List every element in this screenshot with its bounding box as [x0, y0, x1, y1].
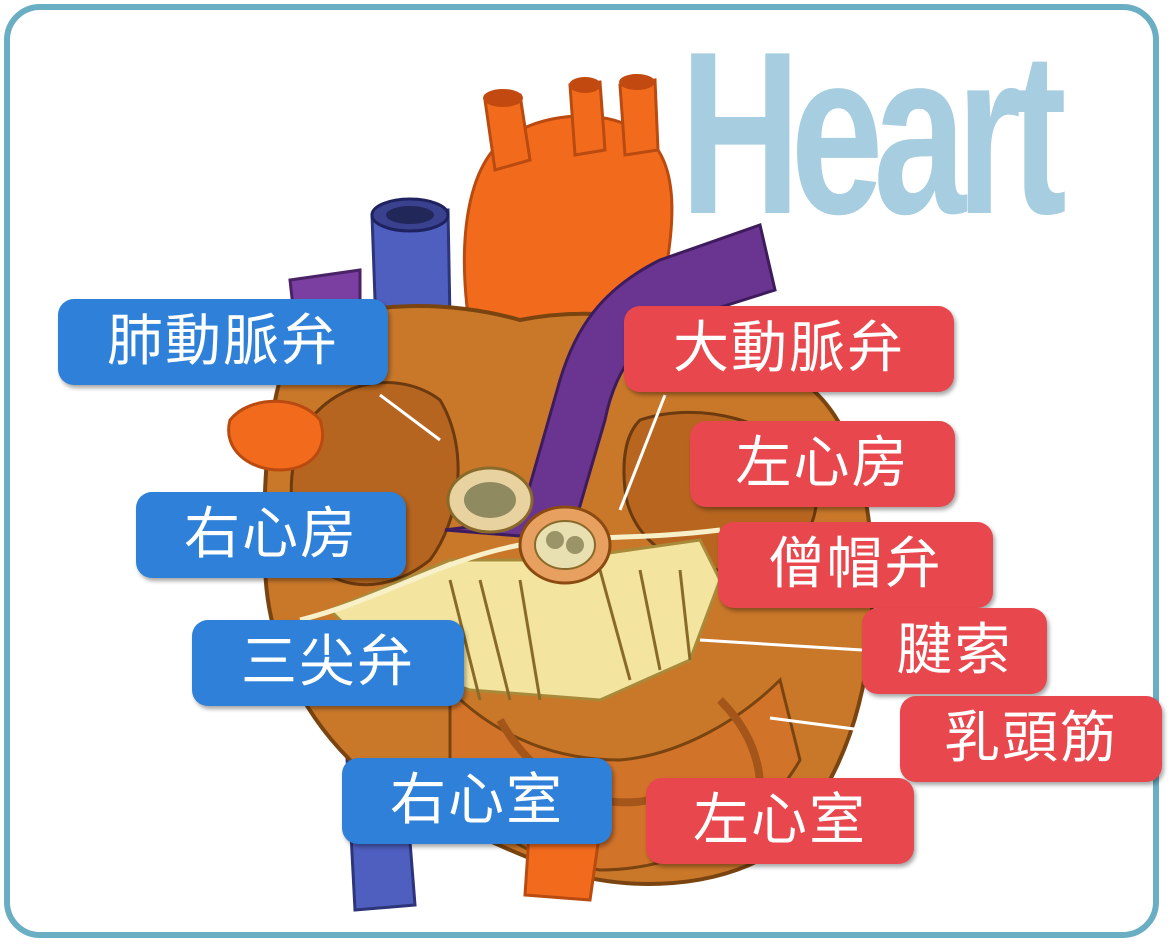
- label-right-atrium: 右心房: [136, 492, 406, 578]
- label-left-atrium: 左心房: [690, 421, 955, 507]
- label-mitral-valve: 僧帽弁: [718, 522, 993, 608]
- label-tricuspid-valve: 三尖弁: [192, 620, 464, 706]
- label-left-ventricle: 左心室: [646, 778, 914, 864]
- aortic-valve-cross-section: [520, 507, 610, 583]
- label-pulmonary-valve: 肺動脈弁: [58, 299, 388, 385]
- label-chordae-tendineae: 腱索: [862, 608, 1047, 694]
- label-papillary-muscle: 乳頭筋: [900, 696, 1162, 782]
- label-aortic-valve: 大動脈弁: [624, 306, 954, 392]
- label-right-ventricle: 右心室: [342, 758, 612, 844]
